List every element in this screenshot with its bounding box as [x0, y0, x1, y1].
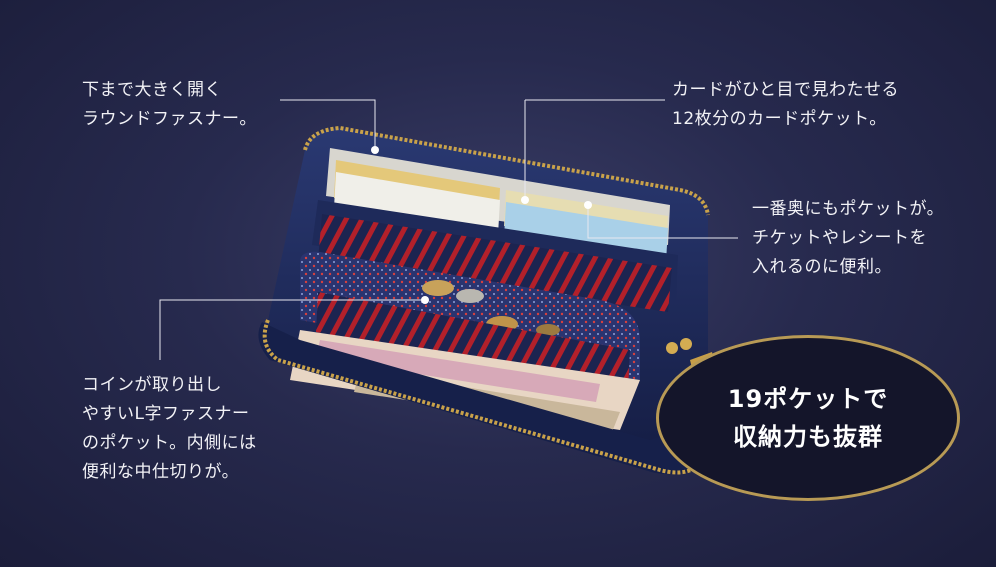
zipper-pull-bead-1 — [666, 342, 678, 354]
annotation-back-pocket-line-1: 一番奥にもポケットが。 — [752, 199, 945, 219]
annotation-coin-pocket-line-2: やすいL字ファスナー — [82, 404, 250, 424]
leader-dots — [371, 146, 592, 304]
coin-1 — [422, 280, 454, 296]
card-4 — [504, 202, 668, 262]
coin-2 — [456, 289, 484, 303]
annotation-back-pocket-line-3: 入れるのに便利。 — [752, 257, 892, 277]
lining-upper — [318, 214, 672, 312]
leader-lines — [159, 99, 738, 360]
annotation-card-pockets: カードがひと目で見わたせる 12枚分のカードポケット。 — [672, 76, 899, 134]
annotation-zipper-line-1: 下まで大きく開く — [82, 80, 222, 100]
annotation-zipper-line-2: ラウンドファスナー。 — [82, 109, 257, 129]
zipper-top-icon — [303, 125, 710, 216]
annotation-back-pocket-line-2: チケットやレシートを — [752, 228, 927, 248]
wallet-body-front — [258, 322, 700, 474]
badge-line-1: 19ポケットで — [727, 385, 889, 413]
lining-lower — [316, 292, 630, 390]
annotation-zipper: 下まで大きく開く ラウンドファスナー。 — [82, 76, 257, 134]
annotation-coin-pocket-line-4: 便利な中仕切りが。 — [82, 462, 240, 482]
zipper-pull-bead-2 — [680, 338, 692, 350]
card-2 — [334, 172, 500, 235]
annotation-coin-pocket: コインが取り出し やすいL字ファスナー のポケット。内側には 便利な中仕切りが。 — [82, 371, 257, 487]
banknote-pink — [316, 340, 600, 402]
annotation-coin-pocket-line-3: のポケット。内側には — [82, 433, 257, 453]
annotation-coin-pocket-line-1: コインが取り出し — [82, 375, 222, 395]
annotation-card-pockets-line-2: 12枚分のカードポケット。 — [672, 109, 887, 129]
feature-badge: 19ポケットで 収納力も抜群 — [656, 335, 960, 501]
coin-4 — [536, 324, 560, 336]
badge-line-2: 収納力も抜群 — [733, 423, 883, 451]
annotation-back-pocket: 一番奥にもポケットが。 チケットやレシートを 入れるのに便利。 — [752, 195, 944, 282]
annotation-card-pockets-line-1: カードがひと目で見わたせる — [672, 80, 899, 100]
